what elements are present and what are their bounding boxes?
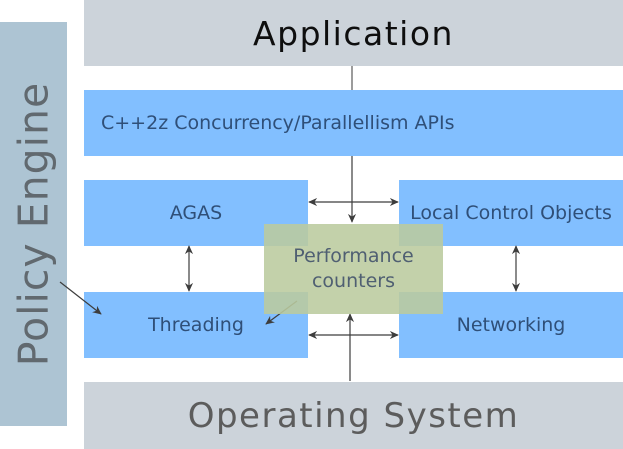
performance-counters-line-1: Performance	[293, 245, 414, 267]
application-block: Application	[84, 0, 623, 66]
policy-engine-block: Policy Engine	[0, 22, 67, 426]
local-control-objects-block: Local Control Objects	[399, 180, 623, 246]
performance-counters-line-2: counters	[311, 270, 395, 292]
policy-to-threading-arrow	[59, 281, 102, 315]
performance-counters-block: Performance counters	[264, 224, 443, 314]
networking-block: Networking	[399, 292, 623, 358]
concurrency-apis-block: C++2z Concurrency/Parallellism APIs	[84, 90, 623, 156]
operating-system-block: Operating System	[84, 382, 623, 449]
